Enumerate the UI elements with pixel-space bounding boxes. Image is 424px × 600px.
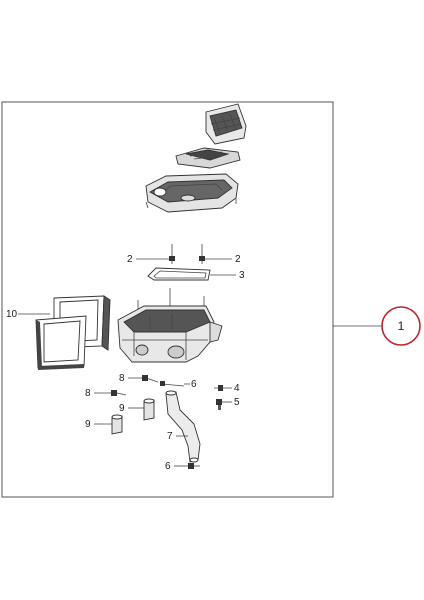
callout-8b[interactable]: 8 <box>85 388 91 399</box>
callout-9b[interactable]: 9 <box>119 403 125 414</box>
clamp-9-right <box>143 398 155 421</box>
cover-gasket <box>147 267 211 281</box>
callout-1-label: 1 <box>398 319 405 333</box>
bolt-8-lower <box>111 390 127 396</box>
callout-1-circle[interactable] <box>381 306 421 346</box>
callout-3[interactable]: 3 <box>239 270 245 281</box>
callout-10[interactable]: 10 <box>6 309 18 320</box>
airbox-lower-housing <box>117 305 223 363</box>
air-filter-element <box>35 295 111 370</box>
screw-2-left <box>169 244 175 264</box>
callout-7[interactable]: 7 <box>167 431 173 442</box>
callout-5[interactable]: 5 <box>234 397 240 408</box>
screw-2-right <box>199 244 205 264</box>
callout-2a[interactable]: 2 <box>127 254 133 265</box>
diagram-frame <box>1 101 334 498</box>
resonator-plate <box>175 147 241 169</box>
bolt-6-lower <box>188 463 200 469</box>
callout-6a[interactable]: 6 <box>191 379 197 390</box>
bolt-6-upper <box>160 381 185 387</box>
callout-9a[interactable]: 9 <box>85 419 91 430</box>
bolt-8-upper <box>142 375 159 383</box>
drain-hose <box>165 390 201 463</box>
airbox-cover <box>145 173 239 213</box>
bolt-4 <box>214 385 232 391</box>
callout-8a[interactable]: 8 <box>119 373 125 384</box>
intake-snorkel <box>205 103 247 145</box>
clamp-9-left <box>111 414 123 435</box>
callout-2b[interactable]: 2 <box>235 254 241 265</box>
callout-6b[interactable]: 6 <box>165 461 171 472</box>
callout-4[interactable]: 4 <box>234 383 240 394</box>
grommet-5 <box>216 399 232 410</box>
